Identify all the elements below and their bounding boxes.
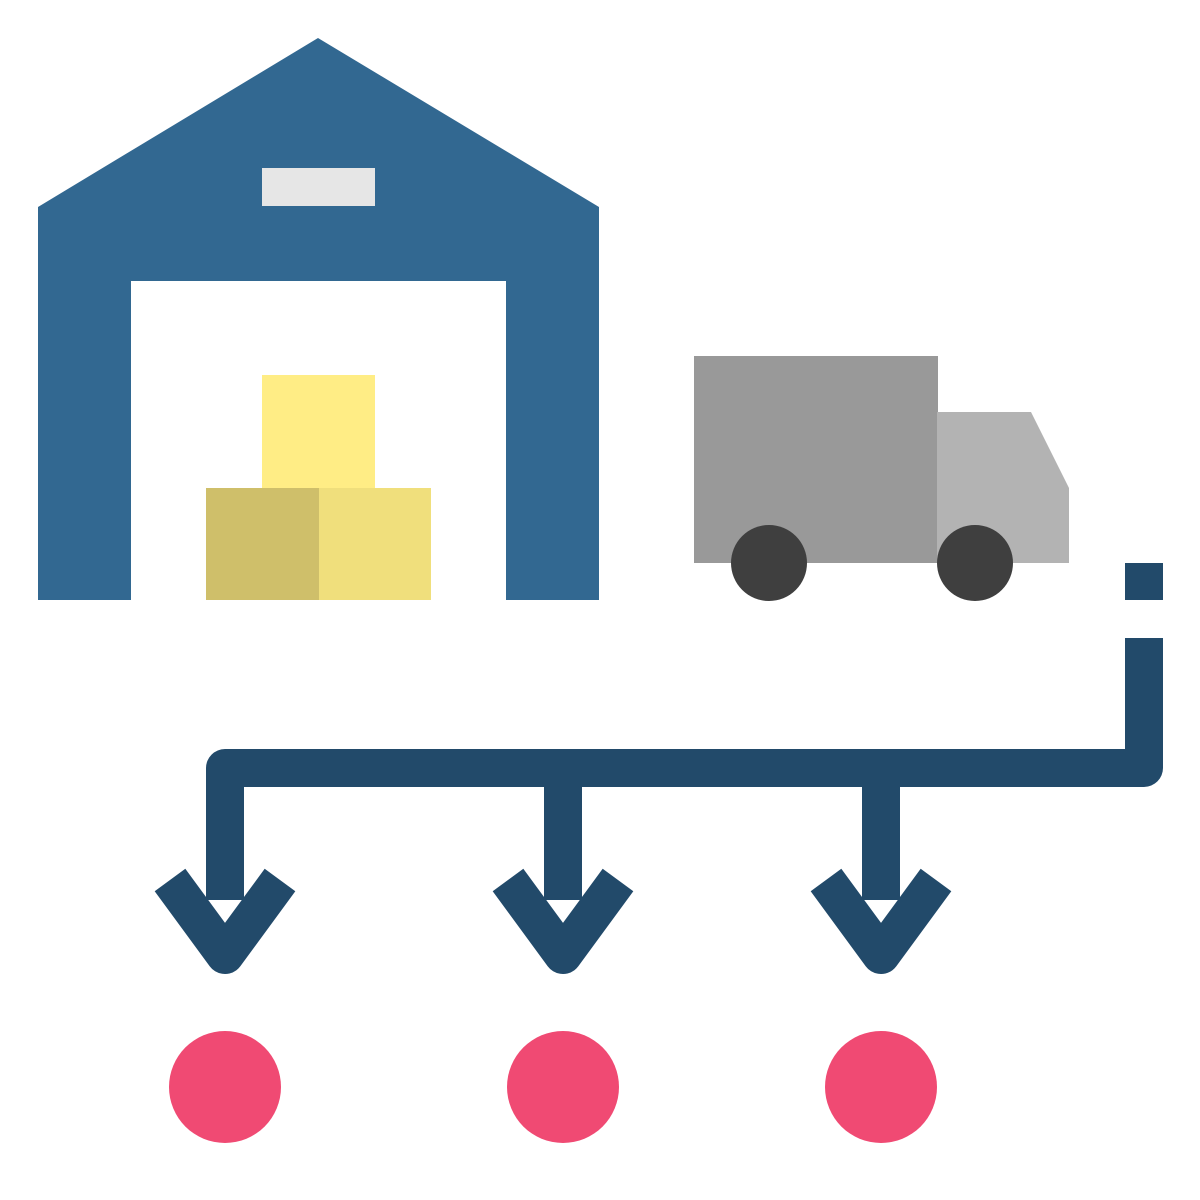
box-top: [262, 375, 375, 488]
route-main-line: [206, 638, 1163, 900]
truck-wheel-front: [937, 525, 1013, 601]
arrowhead-left: [154, 868, 296, 974]
truck-cargo: [694, 356, 938, 563]
destination-dot-icon: [507, 1031, 619, 1143]
route-segment-dash: [1125, 563, 1163, 600]
arrowhead-middle: [492, 868, 634, 974]
warehouse-sign: [262, 168, 375, 206]
truck-cab: [937, 412, 1069, 563]
box-bottom-left: [206, 488, 319, 600]
destination-dot-icon: [169, 1031, 281, 1143]
warehouse-icon: [38, 38, 599, 600]
distribution-arrows-icon: [154, 563, 1163, 974]
delivery-truck-icon: [694, 356, 1069, 601]
boxes-icon: [206, 375, 431, 600]
destination-dot-icon: [825, 1031, 937, 1143]
truck-wheel-rear: [731, 525, 807, 601]
arrowhead-right: [810, 868, 952, 974]
destinations: [169, 1031, 937, 1143]
warehouse-building: [38, 38, 599, 600]
box-bottom-right: [319, 488, 431, 600]
